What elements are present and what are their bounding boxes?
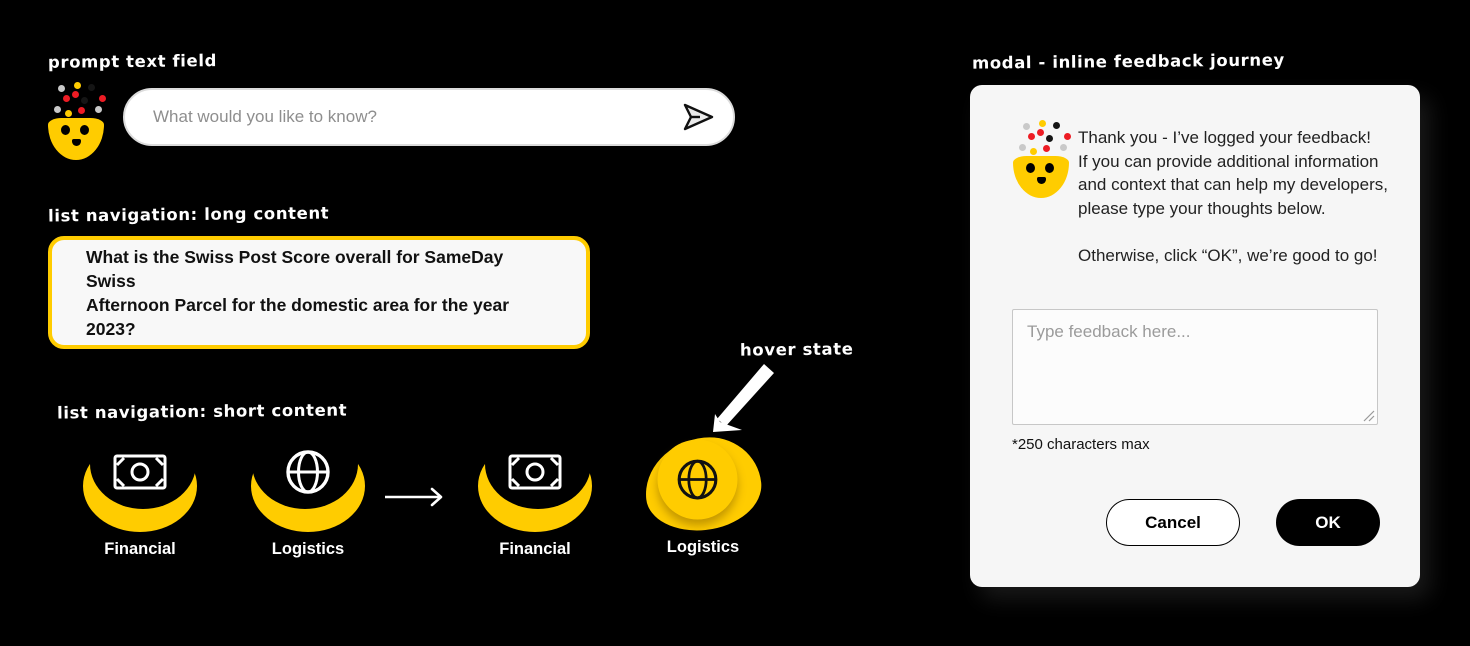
confetti-dot bbox=[95, 106, 102, 113]
confetti-dot bbox=[54, 106, 61, 113]
send-icon bbox=[683, 103, 714, 131]
confetti-dot bbox=[1028, 133, 1035, 140]
nav-item-label: Financial bbox=[499, 540, 571, 558]
mascot-face bbox=[1013, 156, 1069, 198]
prompt-input-container bbox=[123, 88, 735, 146]
globe-icon bbox=[677, 459, 718, 500]
modal-message: Thank you - I’ve logged your feedback! I… bbox=[1078, 128, 1388, 265]
confetti-dot bbox=[63, 95, 70, 102]
feedback-textarea[interactable] bbox=[1012, 309, 1378, 425]
confetti-dot bbox=[58, 85, 65, 92]
nav-item-logistics-hover[interactable]: Logistics bbox=[640, 432, 766, 557]
send-button[interactable] bbox=[681, 102, 715, 132]
annotation-prompt-field: prompt text field bbox=[47, 51, 218, 72]
hover-blob bbox=[640, 432, 766, 536]
mascot-eye bbox=[1045, 163, 1054, 173]
resize-handle-icon[interactable] bbox=[1362, 409, 1375, 422]
mascot-mouth bbox=[72, 139, 81, 146]
feedback-textarea-wrap bbox=[1012, 309, 1378, 425]
confetti-dot bbox=[99, 95, 106, 102]
confetti-dot bbox=[74, 82, 81, 89]
annotation-short-content: list navigation: short content bbox=[56, 400, 348, 423]
nav-item-logistics[interactable]: Logistics bbox=[250, 438, 366, 559]
arrow-right-icon bbox=[385, 487, 443, 507]
hover-circle bbox=[657, 439, 738, 520]
char-limit-note: *250 characters max bbox=[1012, 436, 1150, 453]
confetti-dot bbox=[1037, 129, 1044, 136]
annotation-modal: modal - inline feedback journey bbox=[971, 50, 1285, 73]
confetti-dot bbox=[1043, 145, 1050, 152]
confetti-dot bbox=[1064, 133, 1071, 140]
nav-item-label: Financial bbox=[104, 540, 176, 558]
banknote-icon bbox=[508, 454, 562, 490]
nav-item-label: Logistics bbox=[666, 538, 740, 556]
confetti-dot bbox=[72, 91, 79, 98]
confetti-dot bbox=[1060, 144, 1067, 151]
hand-drawn-arrow-icon bbox=[713, 364, 774, 432]
financial-swoosh bbox=[82, 438, 198, 532]
ok-button[interactable]: OK bbox=[1276, 499, 1380, 546]
confetti-dot bbox=[88, 84, 95, 91]
crescent-swoosh-icon bbox=[477, 438, 593, 532]
mascot-eye bbox=[61, 125, 70, 135]
confetti-dot bbox=[78, 107, 85, 114]
nav-item-financial-default[interactable]: Financial bbox=[477, 438, 593, 559]
long-content-nav-card[interactable]: What is the Swiss Post Score overall for… bbox=[48, 236, 590, 349]
annotation-hover-state: hover state bbox=[739, 339, 854, 360]
mascot-icon bbox=[45, 80, 107, 160]
confetti-dot bbox=[1039, 120, 1046, 127]
mascot-icon bbox=[1010, 118, 1072, 198]
nav-item-label: Logistics bbox=[271, 540, 345, 558]
logistics-swoosh bbox=[250, 438, 366, 532]
mascot-eye bbox=[1026, 163, 1035, 173]
globe-icon bbox=[286, 450, 330, 494]
long-content-question: What is the Swiss Post Score overall for… bbox=[86, 246, 510, 339]
feedback-modal: Thank you - I’ve logged your feedback! I… bbox=[970, 85, 1420, 587]
banknote-icon bbox=[113, 454, 167, 490]
confetti-dot bbox=[65, 110, 72, 117]
confetti-dot bbox=[1030, 148, 1037, 155]
mascot-mouth bbox=[1037, 177, 1046, 184]
cancel-button[interactable]: Cancel bbox=[1106, 499, 1240, 546]
prompt-input[interactable] bbox=[151, 106, 681, 128]
financial-swoosh bbox=[477, 438, 593, 532]
mascot-face bbox=[48, 118, 104, 160]
confetti-dot bbox=[1053, 122, 1060, 129]
mascot-eye bbox=[80, 125, 89, 135]
nav-item-financial[interactable]: Financial bbox=[82, 438, 198, 559]
crescent-swoosh-icon bbox=[82, 438, 198, 532]
confetti-dot bbox=[1023, 123, 1030, 130]
confetti-dot bbox=[1019, 144, 1026, 151]
confetti-dot bbox=[1046, 135, 1053, 142]
confetti-dot bbox=[81, 97, 88, 104]
annotation-long-content: list navigation: long content bbox=[47, 203, 330, 226]
